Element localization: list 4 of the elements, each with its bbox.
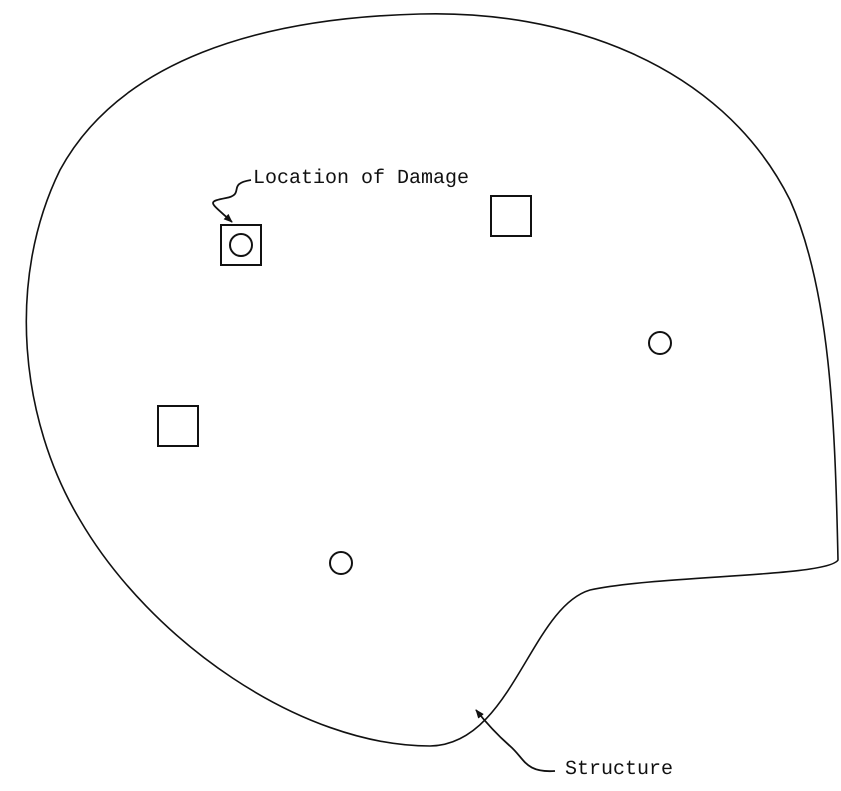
leader-line <box>212 179 252 223</box>
callout-label: Structure <box>565 758 683 784</box>
leader-line <box>475 709 556 772</box>
callout-label: Location of Damage <box>253 167 473 193</box>
